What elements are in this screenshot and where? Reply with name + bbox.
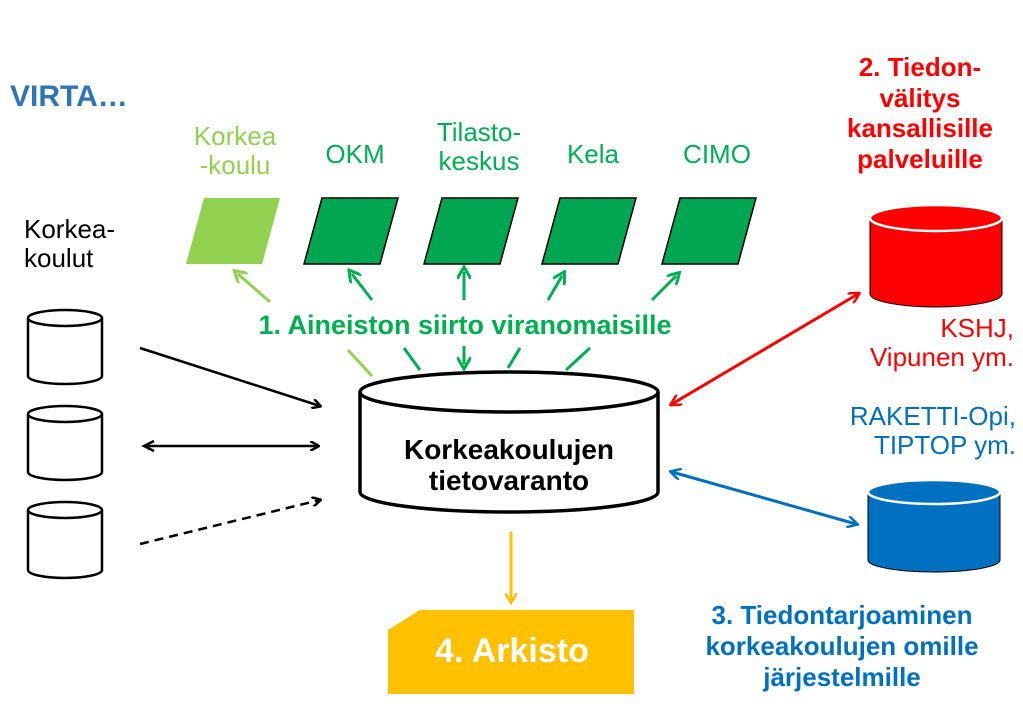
arrow-source2-back-head (141, 439, 155, 453)
authority-label-tilastokeskus-line1: Tilasto- (436, 117, 522, 147)
own-systems-cylinder (866, 478, 1002, 573)
line-from-store-5 (564, 346, 592, 372)
authority-label-tilastokeskus: Tilasto- keskus (414, 117, 544, 177)
archive-shape (388, 610, 634, 694)
arrow-to-cimo (650, 276, 676, 302)
national-services-cylinder (868, 203, 1004, 308)
flow2-label-line3: kansallisille (847, 113, 993, 144)
flow2-label: 2. Tiedon- välitys kansallisille palvelu… (820, 52, 1020, 175)
authority-shape-kela (541, 197, 637, 265)
flow2-label-line2: välitys (879, 82, 961, 113)
flow3-label: 3. Tiedontarjoaminen korkeakoulujen omil… (664, 600, 1020, 694)
authority-label-kela: Kela (540, 139, 646, 169)
central-store-label-line2: tietovaranto (428, 465, 590, 497)
source-cylinder-2 (26, 404, 104, 482)
flow3-services-line1: RAKETTI-Opi, (849, 401, 1016, 431)
central-store-label: Korkeakoulujen tietovaranto (370, 434, 648, 497)
authority-shape-cimo (661, 197, 757, 265)
authority-label-korkeakoulu-line2: -koulu (199, 150, 271, 181)
flow2-label-line1: 2. Tiedon- (858, 52, 982, 82)
line-from-store-4 (506, 347, 522, 369)
flow2-services-line1: KSHJ, (940, 313, 1014, 343)
archive-label: 4. Arkisto (435, 632, 589, 670)
line-from-store-2 (402, 347, 422, 371)
arrow-source1-to-store (139, 346, 320, 406)
authority-label-tilastokeskus-line2: keskus (438, 146, 520, 177)
source-cylinder-1 (26, 308, 104, 386)
diagram-title: VIRTA… (10, 80, 128, 113)
flow3-label-line1: 3. Tiedontarjoaminen (711, 600, 973, 630)
line-from-store-1 (346, 348, 374, 378)
authority-shape-tilastokeskus (423, 197, 519, 265)
arrow-source3-dashed (139, 500, 320, 546)
flow3-label-line2: korkeakoulujen omille (705, 631, 979, 662)
source-label-line2: koulut (24, 243, 94, 274)
flow1-label: 1. Aineiston siirto viranomaisille (258, 310, 672, 340)
authority-shape-okm (303, 197, 399, 265)
arrow-store-to-national (672, 294, 858, 404)
authority-label-cimo-line1: CIMO (683, 139, 751, 169)
flow3-label-line3: järjestelmille (763, 662, 921, 693)
source-label-line1: Korkea- (24, 214, 116, 244)
flow3-services-line2: TIPTOP ym. (873, 430, 1016, 461)
source-label: Korkea- koulut (24, 214, 116, 274)
authority-label-korkeakoulu-line1: Korkea (193, 121, 277, 151)
authority-label-kela-line1: Kela (566, 139, 620, 169)
authority-label-cimo: CIMO (660, 139, 774, 169)
arrow-to-okm (352, 274, 374, 301)
flow3-services-label: RAKETTI-Opi, TIPTOP ym. (790, 401, 1016, 461)
arrow-to-korkeakoulu (238, 274, 271, 304)
central-store-label-line1: Korkeakoulujen (403, 434, 615, 465)
authority-label-okm: OKM (300, 139, 410, 169)
authority-label-korkeakoulu: Korkea -koulu (178, 121, 292, 181)
flow2-services-line2: Vipunen ym. (869, 342, 1014, 373)
source-cylinder-3 (26, 500, 104, 580)
authority-shape-korkeakoulu (186, 198, 280, 264)
flow2-services-label: KSHJ, Vipunen ym. (800, 313, 1014, 373)
arrow-store-to-own-systems (672, 472, 856, 524)
central-store-cylinder (358, 370, 660, 514)
arrow-to-kela (546, 276, 562, 301)
flow2-label-line4: palveluille (857, 144, 983, 175)
authority-label-okm-line1: OKM (325, 139, 385, 169)
